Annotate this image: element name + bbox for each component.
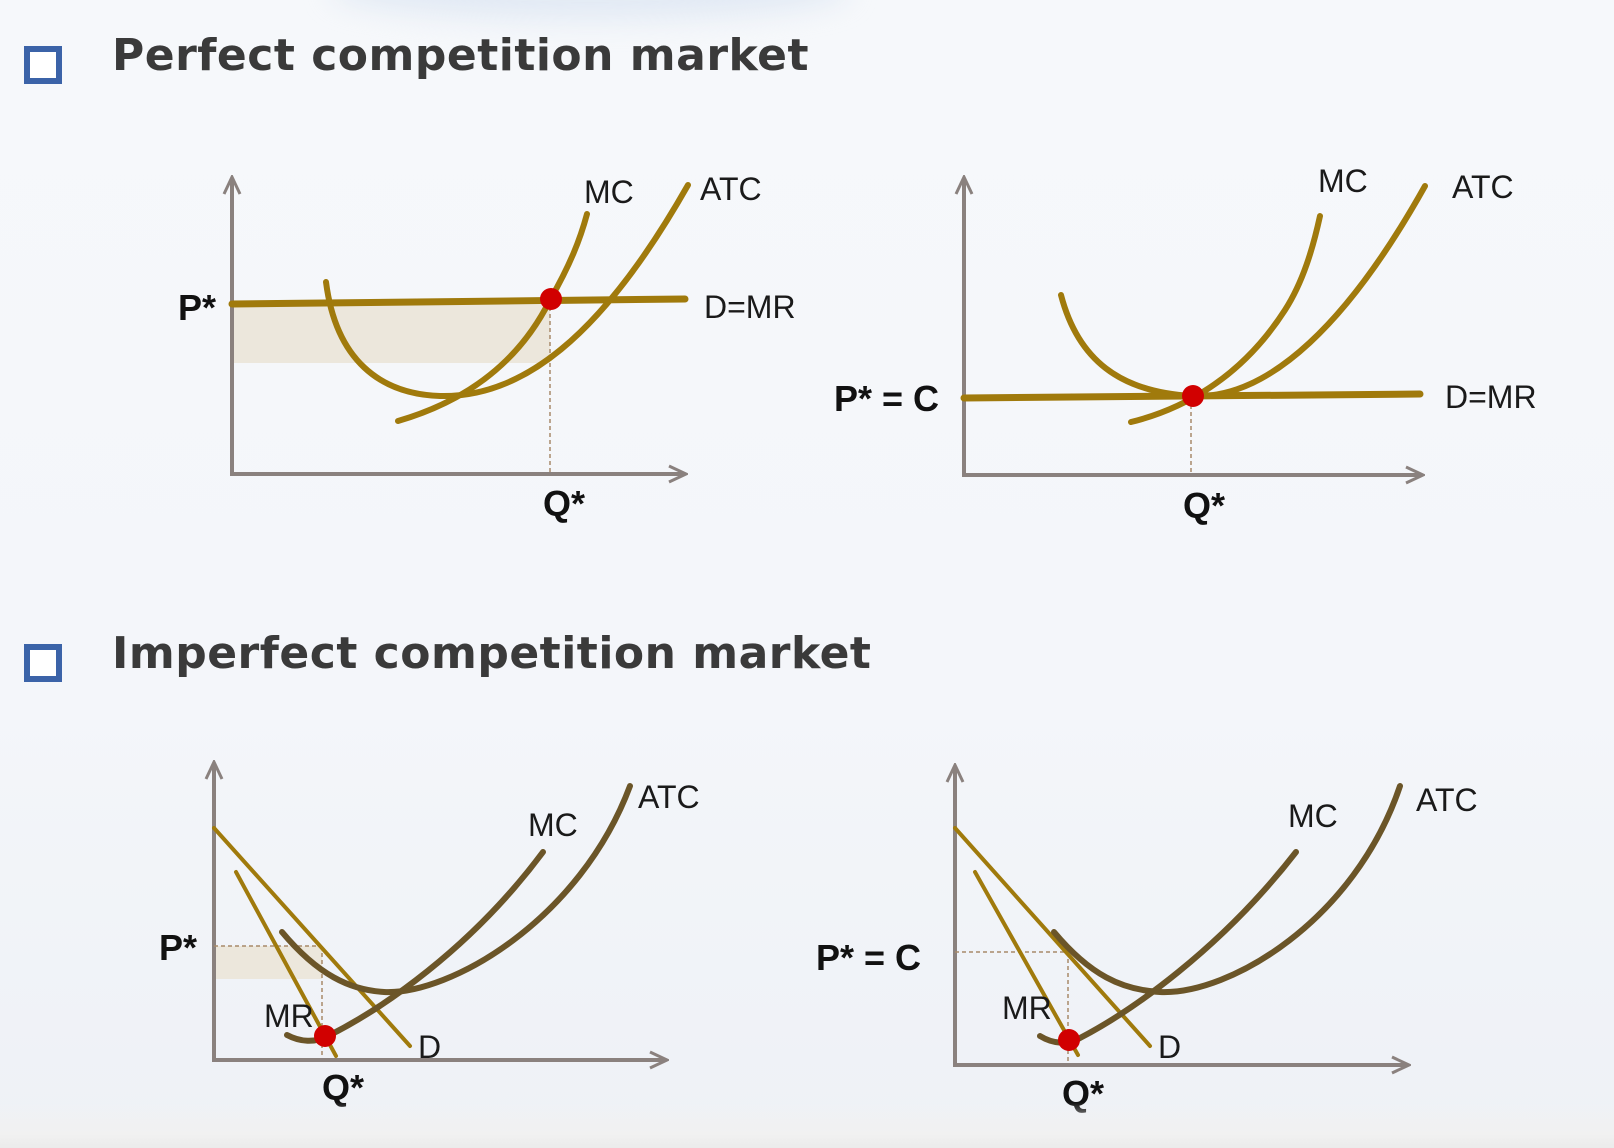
diagram-imperfect-zero-profit: P* = C Q* MC ATC MR D bbox=[816, 766, 1478, 1114]
profit-area bbox=[232, 305, 550, 363]
mc-label: MC bbox=[1288, 798, 1338, 834]
mc-label: MC bbox=[584, 174, 634, 210]
quantity-label: Q* bbox=[543, 483, 585, 524]
demand-label: D=MR bbox=[1445, 379, 1537, 415]
price-label: P* bbox=[159, 927, 197, 968]
atc-curve bbox=[279, 783, 633, 996]
quantity-label: Q* bbox=[322, 1067, 364, 1108]
demand-mr-line bbox=[228, 295, 689, 308]
demand-label: D bbox=[1158, 1029, 1181, 1065]
checkbox-icon[interactable] bbox=[24, 46, 62, 84]
demand-label: D bbox=[418, 1029, 441, 1065]
atc-label: ATC bbox=[638, 779, 700, 815]
atc-curve bbox=[1051, 783, 1403, 996]
diagram-perfect-profit: P* Q* MC ATC D=MR bbox=[178, 171, 796, 524]
equilibrium-point bbox=[314, 1025, 336, 1047]
profit-area bbox=[214, 946, 322, 979]
atc-label: ATC bbox=[1416, 782, 1478, 818]
top-glow bbox=[330, 0, 850, 20]
atc-label: ATC bbox=[1452, 169, 1514, 205]
demand-label: D=MR bbox=[704, 289, 796, 325]
demand-line bbox=[953, 826, 1152, 1048]
mc-label: MC bbox=[1318, 163, 1368, 199]
equilibrium-point bbox=[540, 288, 562, 310]
price-label: P* = C bbox=[834, 378, 939, 419]
price-label: P* bbox=[178, 287, 216, 328]
mr-label: MR bbox=[264, 998, 314, 1034]
mc-curve bbox=[1037, 849, 1299, 1046]
mr-line bbox=[973, 870, 1080, 1057]
equilibrium-point bbox=[1182, 385, 1204, 407]
bottom-bar bbox=[0, 1102, 1614, 1148]
mc-curve bbox=[395, 211, 590, 424]
mc-label: MC bbox=[528, 807, 578, 843]
mc-curve bbox=[284, 849, 546, 1044]
equilibrium-point bbox=[1058, 1029, 1080, 1051]
section-title: Imperfect competition market bbox=[112, 628, 872, 679]
diagram-imperfect-profit: P* Q* MC ATC MR D bbox=[159, 763, 700, 1108]
mr-label: MR bbox=[1002, 990, 1052, 1026]
quantity-label: Q* bbox=[1183, 485, 1225, 526]
price-label: P* = C bbox=[816, 937, 921, 978]
atc-curve bbox=[323, 182, 691, 400]
checkbox-icon[interactable] bbox=[24, 644, 62, 682]
section-title: Perfect competition market bbox=[112, 30, 809, 81]
mc-curve bbox=[1128, 213, 1323, 425]
mr-line bbox=[234, 870, 338, 1058]
atc-label: ATC bbox=[700, 171, 762, 207]
diagram-perfect-zero-profit: P* = C Q* MC ATC D=MR bbox=[834, 163, 1537, 526]
